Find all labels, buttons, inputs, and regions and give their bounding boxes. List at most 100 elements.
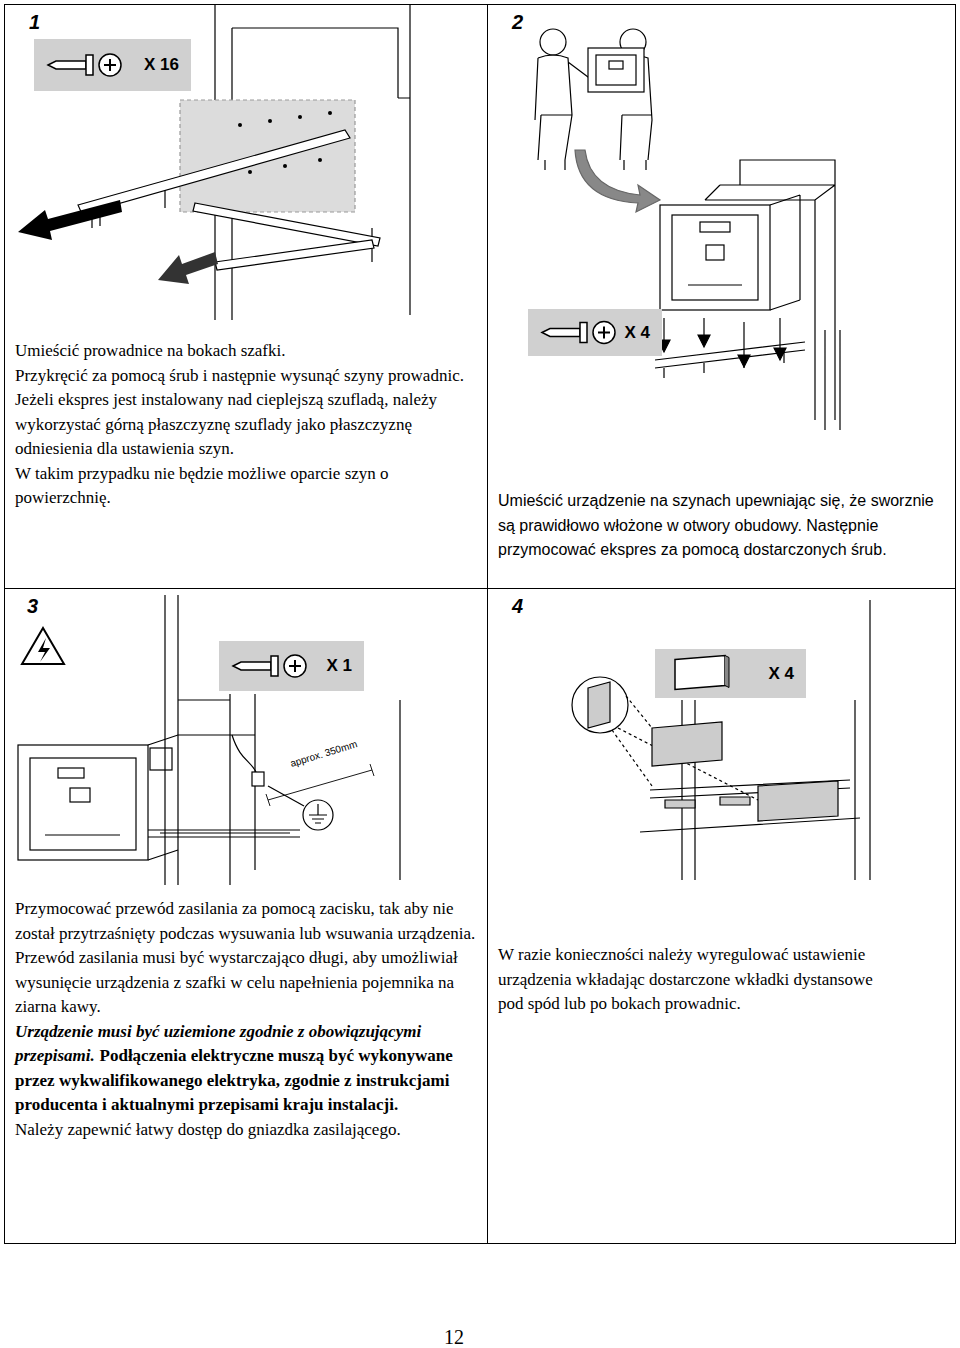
line-art [193, 203, 380, 246]
line-art [575, 150, 660, 212]
instruction-text: Umieścić urządzenie na szynach upewniają… [498, 489, 943, 563]
line-art [770, 195, 800, 310]
screw-drive [593, 322, 615, 344]
line-art [45, 834, 120, 835]
line-art [609, 61, 623, 69]
line-art [150, 748, 172, 770]
instruction-text: W razie konieczności należy wyregulować … [498, 943, 898, 1017]
instruction-text: Umieścić prowadnice na bokach szafki. [15, 339, 483, 364]
instruction-text: Przymocować przewód zasilania za pomocą … [15, 897, 483, 946]
panel-1-art [18, 4, 410, 320]
line-art [158, 252, 218, 284]
instruction-text: W takim przypadku nie będzie możliwe opa… [15, 462, 483, 511]
screw-head [271, 656, 278, 676]
line-art [588, 682, 610, 728]
page-number: 12 [444, 1326, 464, 1348]
line-art [232, 735, 256, 772]
screw-cross [289, 660, 301, 672]
quantity-label: X 1 [326, 656, 352, 676]
step-text: Umieścić urządzenie na szynach upewniają… [498, 489, 943, 563]
line-art [652, 722, 722, 766]
instruction-panel: 3Przymocować przewód zasilania za pomocą… [4, 588, 488, 1244]
line-art [148, 735, 255, 860]
screw-cross [598, 327, 610, 339]
screw-icon [42, 39, 126, 91]
instruction-panel: 4 W razie konieczności należy wyregulować… [487, 588, 956, 1244]
line-art [30, 758, 136, 850]
instruction-text: Jeżeli ekspres jest instalowany nad ciep… [15, 388, 483, 462]
instruction-text: Przewód zasilania musi być wystarczająco… [15, 946, 483, 1020]
step-text: W razie konieczności należy wyregulować … [498, 943, 898, 1017]
line-art [268, 786, 304, 806]
step-number: 4 [512, 595, 523, 617]
line-art [658, 318, 786, 367]
instruction-panel: 2Umieścić urządzenie na szynach upewniaj… [487, 4, 956, 589]
line-art [774, 348, 786, 360]
step-number: 2 [512, 11, 523, 33]
line-art [688, 284, 742, 285]
line-art [663, 318, 664, 342]
screw-shaft [233, 662, 271, 670]
quantity-label: X 4 [768, 664, 794, 684]
quantity-box: X 4 [655, 649, 806, 698]
line-art [743, 322, 744, 357]
screw-shaft [542, 329, 580, 337]
line-art [328, 111, 332, 115]
line-art [283, 164, 287, 168]
screw-head [86, 55, 93, 75]
line-art [703, 318, 704, 337]
screw-drive [99, 54, 121, 76]
line-art [660, 205, 770, 310]
line-art [655, 330, 840, 430]
quantity-box: X 16 [34, 39, 191, 91]
line-art [248, 170, 252, 174]
line-art [779, 318, 780, 350]
line-art [640, 780, 860, 832]
line-art [698, 335, 710, 347]
line-art [22, 628, 64, 664]
screw-cross [104, 59, 116, 71]
instruction-panel: 1Umieścić prowadnice na bokach szafki.Pr… [4, 4, 488, 589]
line-art [18, 200, 122, 240]
line-art [215, 240, 374, 270]
step-text: Przymocować przewód zasilania za pomocą … [15, 897, 483, 1142]
line-art [700, 222, 730, 232]
line-art [706, 245, 724, 260]
step-number: 3 [27, 595, 38, 617]
line-art [70, 788, 90, 802]
line-art [540, 29, 566, 55]
line-art [18, 745, 148, 860]
screw-drive [284, 655, 306, 677]
spacer-icon [663, 649, 747, 698]
screw-head [580, 323, 587, 343]
line-art [596, 55, 636, 85]
quantity-box: X 1 [219, 641, 364, 691]
quantity-box: X 4 [528, 309, 662, 356]
line-art [612, 696, 758, 800]
quantity-label: X 4 [624, 323, 650, 343]
line-art [58, 768, 84, 778]
step-text: Umieścić prowadnice na bokach szafki.Prz… [15, 339, 483, 511]
instruction-text: Przykręcić za pomocą śrub i następnie wy… [15, 364, 483, 389]
line-art [672, 215, 758, 300]
line-art [266, 764, 374, 806]
line-art [758, 781, 838, 821]
screw-shaft [48, 61, 86, 69]
panel-2-art [535, 29, 840, 430]
screw-icon [227, 641, 311, 691]
screw-icon [536, 309, 620, 356]
line-art [165, 595, 400, 885]
step-number: 1 [29, 11, 40, 33]
line-art [318, 158, 322, 162]
line-art [665, 797, 750, 808]
spacer-plate [675, 656, 725, 690]
line-art [148, 830, 300, 837]
line-art [268, 119, 272, 123]
quantity-label: X 16 [144, 55, 179, 75]
line-art [238, 123, 242, 127]
line-art [303, 800, 333, 830]
dimension-label: approx. 350mm [289, 738, 359, 769]
